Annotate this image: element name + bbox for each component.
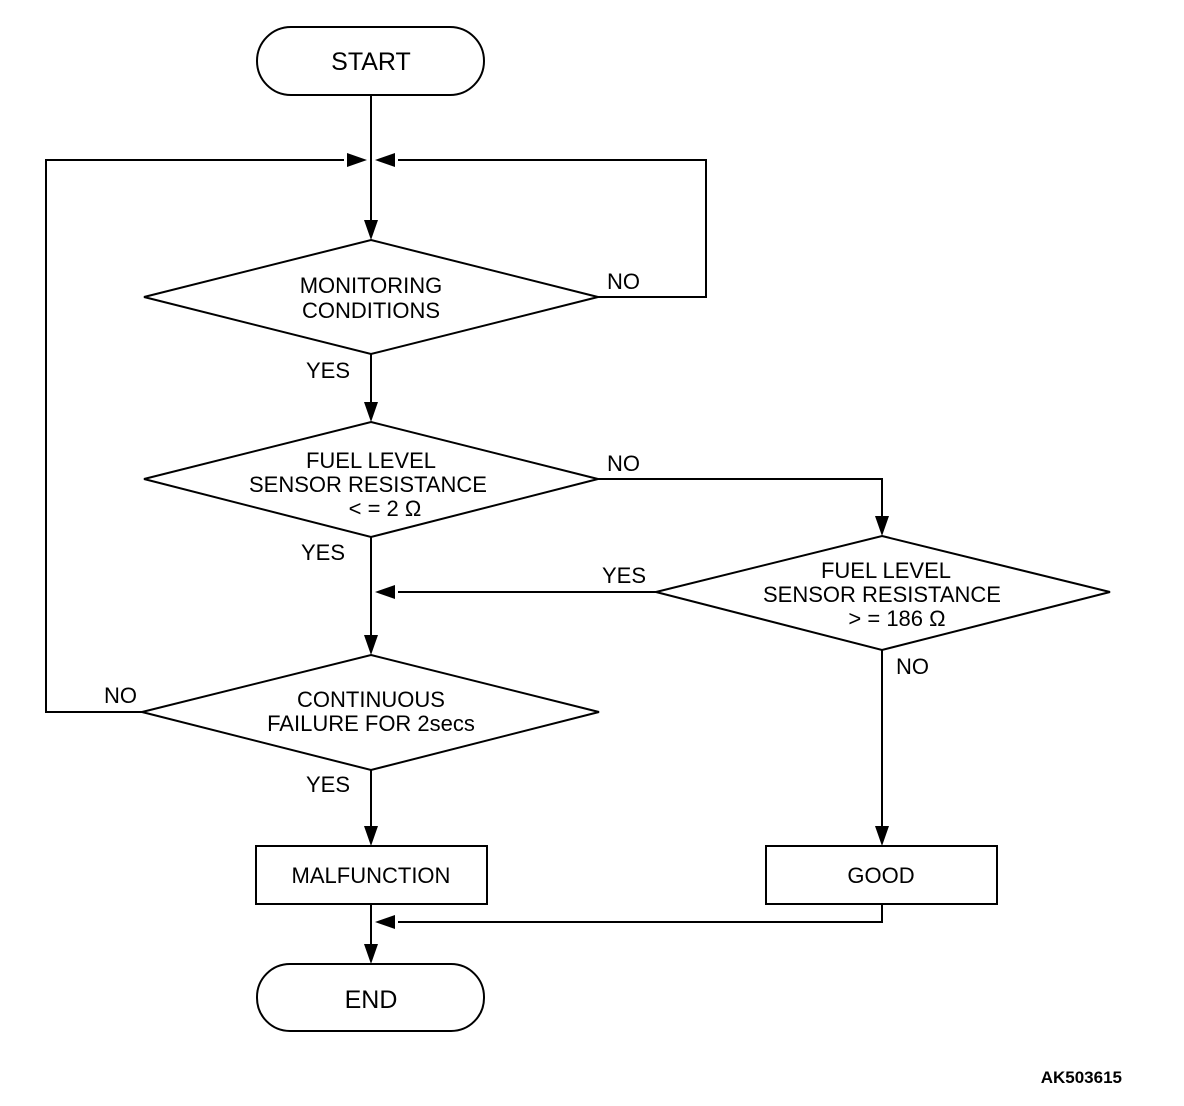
arrowhead-into-low-resistance <box>364 402 378 422</box>
decision-monitoring-line1: MONITORING <box>300 273 443 298</box>
result-good-box: GOOD <box>765 845 998 905</box>
decision-low-resistance-line1: FUEL LEVEL <box>306 448 436 473</box>
decision-continuous-line2: FAILURE FOR 2secs <box>267 711 475 736</box>
arrowhead-into-high-resistance <box>875 516 889 536</box>
arrowheads <box>347 153 889 964</box>
arrowhead-high-resistance-yes <box>375 585 395 599</box>
decision-continuous-line1: CONTINUOUS <box>297 687 445 712</box>
decision-monitoring-conditions: MONITORING CONDITIONS <box>143 238 599 356</box>
malfunction-label: MALFUNCTION <box>292 863 451 888</box>
decision-high-resistance-line2: SENSOR RESISTANCE <box>763 582 1001 607</box>
decision-low-resistance-line3: < = 2 Ω <box>349 496 422 521</box>
arrowhead-good-to-end <box>375 915 395 929</box>
low-resistance-no-label: NO <box>607 451 640 476</box>
arrowhead-continuous-no-return <box>347 153 367 167</box>
connectors <box>45 95 883 948</box>
decision-high-resistance-line3: > = 186 Ω <box>848 606 945 631</box>
figure-code: AK503615 <box>1041 1068 1122 1087</box>
continuous-yes-label: YES <box>306 772 350 797</box>
arrowhead-monitoring-no-return <box>375 153 395 167</box>
high-resistance-no-label: NO <box>896 654 929 679</box>
decision-continuous-failure: CONTINUOUS FAILURE FOR 2secs <box>141 653 600 772</box>
monitoring-no-label: NO <box>607 269 640 294</box>
connector-low-resistance-no <box>598 478 883 520</box>
arrowhead-into-monitoring <box>364 220 378 240</box>
decision-high-resistance: FUEL LEVEL SENSOR RESISTANCE > = 186 Ω <box>655 534 1111 652</box>
result-malfunction-box: MALFUNCTION <box>255 845 488 905</box>
continuous-no-label: NO <box>104 683 137 708</box>
arrowhead-into-malfunction <box>364 826 378 846</box>
arrowhead-into-continuous <box>364 635 378 655</box>
connector-continuous-no-loop <box>45 159 344 713</box>
connector-monitoring-no-loop <box>398 159 707 298</box>
monitoring-yes-label: YES <box>306 358 350 383</box>
high-resistance-yes-label: YES <box>602 563 646 588</box>
decision-high-resistance-line1: FUEL LEVEL <box>821 558 951 583</box>
start-terminator: START <box>256 26 485 96</box>
decision-low-resistance-line2: SENSOR RESISTANCE <box>249 472 487 497</box>
arrowhead-into-good <box>875 826 889 846</box>
decision-monitoring-line2: CONDITIONS <box>302 298 440 323</box>
end-label: END <box>345 986 398 1014</box>
end-terminator: END <box>256 963 485 1032</box>
arrowhead-into-end <box>364 944 378 964</box>
start-label: START <box>331 48 411 76</box>
good-label: GOOD <box>847 863 914 888</box>
decision-low-resistance: FUEL LEVEL SENSOR RESISTANCE < = 2 Ω <box>143 420 599 539</box>
low-resistance-yes-label: YES <box>301 540 345 565</box>
connector-good-to-end <box>398 904 883 923</box>
